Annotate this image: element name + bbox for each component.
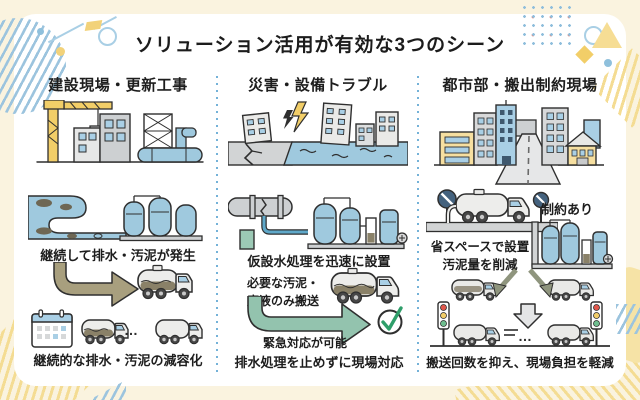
column-3-note-line-2: 汚泥量を削減	[442, 258, 518, 273]
column-1-caption-bottom: 継続的な排水・汚泥の減容化	[33, 353, 203, 368]
column-1-header: 建設現場・更新工事	[48, 77, 188, 94]
column-2-header: 災害・設備トラブル	[248, 77, 388, 94]
column-1-caption-top: 継続して排水・汚泥が発生	[40, 248, 196, 263]
city-street-illustration	[434, 100, 604, 185]
calendar-trucks-illustration	[31, 309, 203, 348]
column-2-note-line-1: 必要な汚泥・	[246, 276, 319, 290]
restricted-truck-illustration	[426, 188, 558, 233]
column-2-note-line-2: 廃液のみ搬送	[246, 294, 319, 308]
construction-site-illustration	[36, 100, 204, 163]
column-2-arrow-label: 緊急対応が可能	[262, 336, 347, 350]
arrow-to-truck-illustration	[53, 262, 193, 307]
ellipsis-dots: …	[518, 328, 533, 344]
page-title: ソリューション活用が有効な3つのシーン	[134, 35, 506, 56]
vacuum-truck-illustration	[330, 267, 400, 304]
sludge-water-tanks-illustration	[28, 195, 203, 242]
column-3-note-line-1: 省スペースで設置	[430, 240, 530, 254]
column-3-caption-bottom: 搬送回数を抑え、現場負担を軽減	[426, 356, 614, 370]
column-divider-1	[216, 76, 218, 372]
column-2-caption-bottom: 排水処理を止めずに現場対応	[234, 355, 404, 370]
disaster-flood-illustration	[228, 101, 408, 166]
ellipsis-dots: …	[124, 322, 139, 338]
emergency-arrow-check-illustration	[247, 296, 403, 344]
column-2-caption-top: 仮設水処理を迅速に設置	[247, 254, 391, 269]
column-divider-2	[417, 76, 419, 372]
column-3-note: 省スペースで設置 汚泥量を削減	[424, 238, 536, 274]
compact-tanks-illustration	[531, 219, 614, 270]
column-3-header: 都市部・搬出制約現場	[442, 77, 598, 94]
broken-pipe-tanks-illustration	[228, 194, 408, 250]
column-3-restriction-label: 制約あり	[541, 202, 594, 217]
column-2-note: 必要な汚泥・ 廃液のみ搬送	[230, 274, 336, 310]
